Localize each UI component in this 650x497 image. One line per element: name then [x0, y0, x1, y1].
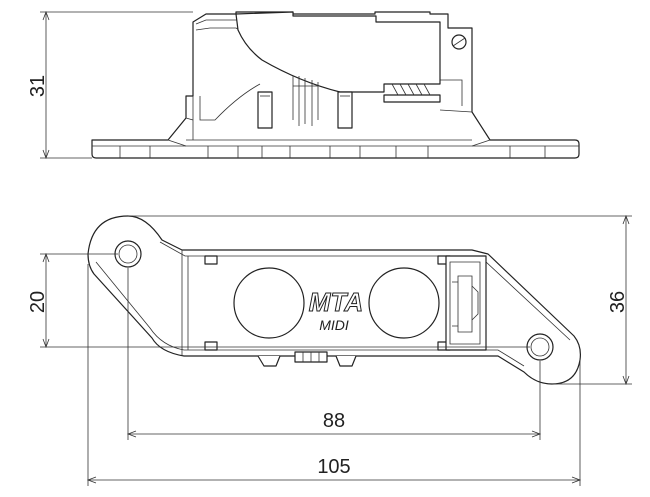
top-outline	[87, 215, 581, 385]
side-screw-icon	[451, 34, 467, 50]
mounting-hole-left	[114, 240, 142, 268]
side-base-flange	[91, 11, 580, 159]
side-contact-right	[337, 91, 353, 129]
top-contact-pins	[257, 351, 357, 367]
side-contact-pins	[292, 76, 319, 126]
dimension-height-top: 36	[128, 214, 632, 386]
brand-logo: MTA MIDI	[308, 287, 363, 334]
dim-label-20: 20	[27, 291, 49, 313]
top-latch	[445, 255, 487, 351]
cable-opening-left	[233, 267, 305, 339]
svg-text:MTA: MTA	[309, 287, 363, 317]
side-lever	[235, 11, 441, 93]
side-base-ribs	[119, 146, 546, 158]
top-view: MTA MIDI	[87, 215, 581, 385]
mounting-hole-right	[526, 333, 554, 361]
dim-label-31: 31	[27, 75, 49, 97]
side-view	[91, 11, 580, 159]
dimension-hole-spacing: 88	[126, 268, 542, 440]
side-spring-icon	[383, 83, 441, 103]
svg-text:MIDI: MIDI	[319, 317, 349, 333]
dimension-height-side: 31	[27, 10, 193, 160]
dim-label-36: 36	[607, 291, 629, 313]
dim-label-88: 88	[323, 410, 345, 432]
dim-label-105: 105	[317, 456, 350, 478]
dimension-overall-length: 105	[86, 264, 582, 486]
dimension-hole-vertical: 20	[27, 252, 530, 349]
side-contact-left	[257, 91, 273, 129]
cable-opening-right	[368, 267, 440, 339]
